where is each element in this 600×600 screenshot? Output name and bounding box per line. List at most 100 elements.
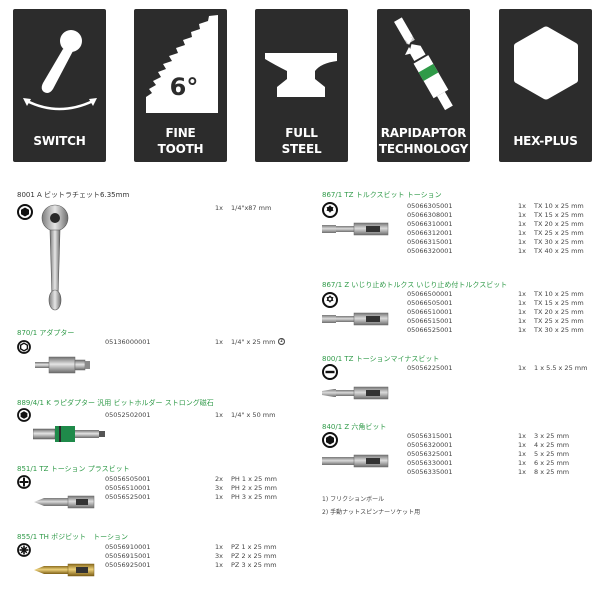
spec-row: 05056510001 3x PH 2 x 25 mm [17,484,307,493]
spec: 3 x 25 mm [534,432,570,440]
group-title: 851/1 TZ トーション プラスビット [17,465,130,473]
product-group-torx-tamper: 867/1 Z いじり止めトルクス いじり止め付トルクスビット 05066500… [322,280,594,346]
qty: 1x [518,317,526,325]
phillips-bit-image [34,494,96,515]
feature-banner: SWITCH 6° FINE TOOTH FULL STEEL [13,9,593,162]
slotted-symbol-icon [322,364,338,385]
article-code: 05066308001 [407,211,453,219]
article-code: 05066515001 [407,317,453,325]
fine-tooth-angle: 6° [170,73,199,101]
qty: 1x [518,432,526,440]
product-group-rapidaptor: 889/4/1 K ラピダプター 汎用 ビットホルダー ストロング磁石 0505… [17,398,307,450]
spec: 1/4" x 25 mm [231,338,276,346]
anvil-icon [255,9,348,119]
footnote-2: 2) 手動ナットスピンナーソケット用 [322,509,421,516]
note-badge-2: 2 [278,338,285,345]
spec: 1 x 5.5 x 25 mm [534,364,588,372]
feature-label: FULL STEEL [281,126,322,156]
article-code: 05136000001 [105,338,151,346]
spec-row: 05066308001 1x TX 15 x 25 mm [322,211,594,220]
group-title: 855/1 TH ポジビット トーション [17,533,129,541]
product-group-ratchet: 8001 A ビットラチェット6.35mm 1x 1/4"x87 mm [17,190,297,320]
spec-row: 05056910001 1x PZ 1 x 25 mm [17,543,307,552]
article-code: 05066315001 [407,238,453,246]
spec: TX 15 x 25 mm [534,211,584,219]
hex-socket-symbol-icon [17,204,33,225]
qty: 1x [518,326,526,334]
spec-row: 05056925001 1x PZ 3 x 25 mm [17,561,307,570]
article-code: 05066320001 [407,247,453,255]
ratchet-tool-image [35,202,75,319]
qty: 1x [518,202,526,210]
spec-row: 05056335001 1x 8 x 25 mm [322,468,594,477]
spec: TX 25 x 25 mm [534,229,584,237]
feature-rapidaptor: RAPIDAPTOR TECHNOLOGY [377,9,470,162]
qty: 1x [518,211,526,219]
rapidaptor-icon [377,9,470,119]
spec: TX 20 x 25 mm [534,308,584,316]
spec: PH 1 x 25 mm [231,475,277,483]
spec: 8 x 25 mm [534,468,570,476]
qty: 1x [518,468,526,476]
article-code: 05056315001 [407,432,453,440]
qty: 1x [518,299,526,307]
group-title: 840/1 Z 六角ビット [322,423,387,431]
article-code: 05066510001 [407,308,453,316]
torx-bit-image [322,220,390,243]
article-code: 05066500001 [407,290,453,298]
qty: 1x [518,290,526,298]
feature-hex-plus: HEX-PLUS [499,9,592,162]
group-title: 870/1 アダプター [17,329,75,337]
feature-label: HEX-PLUS [513,134,578,148]
qty: 1x [518,247,526,255]
article-code: 05056505001 [105,475,151,483]
qty: 3x [215,552,223,560]
product-group-phillips: 851/1 TZ トーション プラスビット 05056505001 2x PH … [17,464,307,524]
qty: 1x [518,238,526,246]
spec: PZ 2 x 25 mm [231,552,277,560]
article-code: 05056320001 [407,441,453,449]
article-code: 05056335001 [407,468,453,476]
qty: 1x [518,364,526,372]
feature-switch: SWITCH [13,9,106,162]
article-code: 05066310001 [407,220,453,228]
group-title: 867/1 Z いじり止めトルクス いじり止め付トルクスビット [322,281,508,289]
article-code: 05056330001 [407,459,453,467]
spec-row: 05056505001 2x PH 1 x 25 mm [17,475,307,484]
spec-row: 05056525001 1x PH 3 x 25 mm [17,493,307,502]
article-code: 05052502001 [105,411,151,419]
article-code: 05056525001 [105,493,151,501]
qty: 3x [215,484,223,492]
qty: 2x [215,475,223,483]
pozidriv-symbol-icon [17,543,31,562]
ratchet-switch-icon [13,9,106,119]
slotted-bit-image [322,384,390,407]
square-drive-symbol-icon [17,340,31,359]
spec: PZ 3 x 25 mm [231,561,277,569]
footnote-1: 1) フリクションボール [322,496,385,503]
qty: 1x [518,308,526,316]
spec: PZ 1 x 25 mm [231,543,277,551]
spec: TX 15 x 25 mm [534,299,584,307]
spec: TX 40 x 25 mm [534,247,584,255]
spec: 1/4" x 50 mm [231,411,276,419]
qty: 1x [215,493,223,501]
article-code: 05056510001 [105,484,151,492]
spec: PH 2 x 25 mm [231,484,277,492]
spec: 1/4"x87 mm [231,204,272,212]
spec-row: 05066510001 1x TX 20 x 25 mm [322,308,594,317]
article-code: 05066525001 [407,326,453,334]
